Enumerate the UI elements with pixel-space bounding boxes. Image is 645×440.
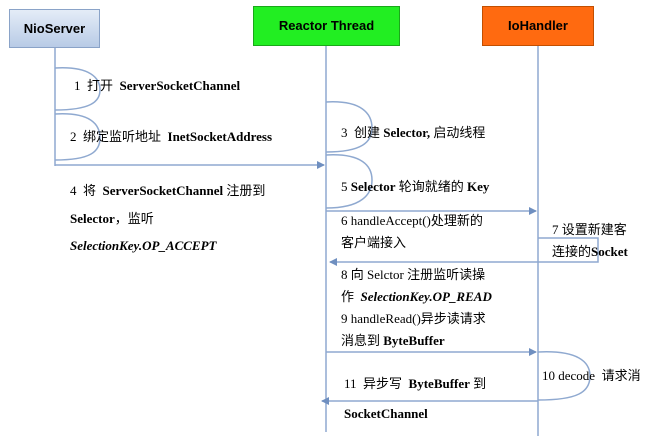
- step-8-label-line1: 8 向 Selctor 注册监听读操: [341, 267, 486, 282]
- step-7-label-line1: 7 设置新建客: [552, 222, 627, 237]
- arrow-7: [329, 237, 599, 266]
- self-loop-5: [325, 154, 373, 209]
- self-loop-10: [537, 351, 591, 401]
- participant-iohandler: IoHandler: [482, 6, 594, 46]
- step-4-label-line3: SelectionKey.OP_ACCEPT: [70, 238, 217, 253]
- step-10-label: 10 decode 请求消: [542, 368, 641, 383]
- step-5-label: 5 Selector 轮询就绪的 Key: [341, 179, 490, 194]
- participant-label: Reactor Thread: [278, 18, 375, 33]
- step-6-label-line1: 6 handleAccept()处理新的: [341, 213, 483, 228]
- step-6-label-line2: 客户端接入: [341, 235, 407, 250]
- step-1-label: 1 打开 ServerSocketChannel: [74, 78, 241, 93]
- participant-label: NioServer: [23, 21, 86, 36]
- step-11-label-line2: SocketChannel: [344, 406, 428, 421]
- step-11-label-line1: 11 异步写 ByteBuffer 到: [344, 376, 487, 391]
- step-9-label-line1: 9 handleRead()异步读请求: [341, 311, 486, 326]
- participant-reactor-thread: Reactor Thread: [253, 6, 400, 46]
- step-3-label: 3 创建 Selector, 启动线程: [341, 125, 486, 140]
- self-loop-2: [54, 113, 101, 161]
- self-loop-1: [54, 67, 101, 111]
- step-4-label-line1: 4 将 ServerSocketChannel 注册到: [70, 183, 266, 198]
- participant-nioserver: NioServer: [9, 9, 100, 48]
- participant-label: IoHandler: [508, 18, 568, 33]
- step-4-label-line2: Selector，监听: [70, 211, 154, 226]
- step-8-label-line2: 作 SelectionKey.OP_READ: [341, 289, 492, 304]
- step-9-label-line2: 消息到 ByteBuffer: [341, 333, 445, 348]
- step-2-label: 2 绑定监听地址 InetSocketAddress: [70, 129, 273, 144]
- step-7-label-line2: 连接的Socket: [552, 244, 628, 259]
- self-loop-3: [325, 101, 373, 153]
